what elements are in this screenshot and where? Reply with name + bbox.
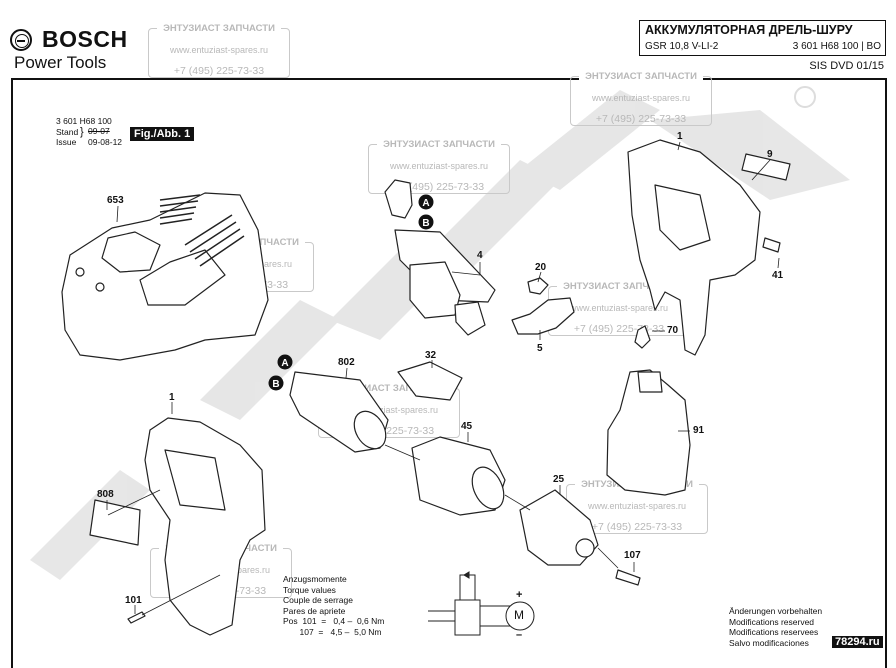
connector-b-badge: B xyxy=(418,214,434,235)
housing-right-drawing xyxy=(627,139,761,356)
housing-left-drawing xyxy=(144,417,266,636)
part-number-802: 802 xyxy=(338,357,355,368)
stand-label: Stand xyxy=(56,127,79,137)
contact-plate-drawing xyxy=(762,237,781,253)
sis-version: SIS DVD 01/15 xyxy=(809,60,884,72)
model-name: GSR 10,8 V-LI-2 xyxy=(645,41,719,52)
motor-drawing xyxy=(289,371,389,453)
belt-clip-drawing xyxy=(634,325,651,349)
wiring-schematic xyxy=(428,571,535,636)
part-number-653: 653 xyxy=(107,195,124,206)
part-number-808: 808 xyxy=(97,489,114,500)
torque-value: Pos 101 = 0,4 – 0,6 Nm xyxy=(283,616,385,626)
part-number-1: 1 xyxy=(677,131,683,142)
brand-name: BOSCH xyxy=(42,26,128,52)
modifications-line: Modifications reservees xyxy=(729,627,819,637)
nameplate-drawing xyxy=(741,153,791,181)
stand-date: 09-07 xyxy=(88,126,110,136)
watermark-stroke xyxy=(520,90,660,190)
part-number-70: 70 xyxy=(667,325,679,336)
document-title: АККУМУЛЯТОРНАЯ ДРЕЛЬ-ШУРУ xyxy=(645,23,853,37)
part-number-32: 32 xyxy=(425,350,437,361)
part-number-9: 9 xyxy=(767,149,773,160)
subbrand: Power Tools xyxy=(14,53,107,72)
part-number-41: 41 xyxy=(772,270,784,281)
connector-a-badge: A xyxy=(418,194,434,215)
part-number-1-left: 1 xyxy=(169,392,175,403)
switch-block xyxy=(454,599,481,636)
led-holder-drawing xyxy=(397,361,463,401)
housing-screw-drawing xyxy=(127,611,146,624)
modifications-line: Änderungen vorbehalten xyxy=(729,606,823,616)
site-tag: 78294.ru xyxy=(832,636,883,648)
torque-line: Couple de serrage xyxy=(283,595,353,605)
chuck-screw-drawing xyxy=(615,569,641,586)
torque-values: Anzugsmomente Torque values Couple de se… xyxy=(283,574,384,637)
bosch-armature-icon xyxy=(10,28,32,51)
part-number-91: 91 xyxy=(693,425,705,436)
minus-label: – xyxy=(516,629,523,641)
info-code: 3 601 H68 100 xyxy=(56,116,112,126)
connector-a-badge: A xyxy=(277,354,293,375)
torque-value: 107 = 4,5 – 5,0 Nm xyxy=(283,626,382,637)
label-drawing xyxy=(89,499,141,546)
part-number-20: 20 xyxy=(535,262,547,273)
brace: } xyxy=(80,126,84,138)
plus-label: + xyxy=(516,589,523,601)
gearbox-drawing xyxy=(411,436,506,516)
part-number-45: 45 xyxy=(461,421,473,432)
part-number-107: 107 xyxy=(624,550,641,561)
modifications-note: Änderungen vorbehalten Modifications res… xyxy=(729,606,822,648)
figure-badge: Fig./Abb. 1 xyxy=(130,127,195,141)
issue-date: 09-08-12 xyxy=(88,137,123,147)
modifications-line: Salvo modificaciones xyxy=(729,637,809,648)
part-number-5: 5 xyxy=(537,343,543,354)
watermark-stroke xyxy=(30,470,150,580)
article-code: 3 601 H68 100 | BO xyxy=(792,41,881,52)
svg-text:A: A xyxy=(281,358,288,369)
motor-symbol xyxy=(505,601,535,631)
watermark-stroke xyxy=(200,300,340,420)
clip-drawing xyxy=(527,277,549,295)
battery-drawing xyxy=(606,369,691,496)
svg-text:B: B xyxy=(422,218,429,229)
switch-cover-drawing xyxy=(511,297,575,335)
connector-b-badge: B xyxy=(268,375,284,396)
charger-drawing xyxy=(61,192,269,361)
chuck-drawing xyxy=(519,489,599,566)
drawing-frame xyxy=(11,78,887,668)
title-block: АККУМУЛЯТОРНАЯ ДРЕЛЬ-ШУРУ GSR 10,8 V-LI-… xyxy=(639,20,886,56)
modifications-line: Modifications reserved xyxy=(729,616,815,627)
part-number-101: 101 xyxy=(125,595,142,606)
svg-text:A: A xyxy=(422,198,429,209)
svg-text:B: B xyxy=(272,379,279,390)
watermark-stroke xyxy=(430,160,560,270)
torque-line: Anzugsmomente xyxy=(283,574,347,584)
motor-label: M xyxy=(514,608,524,622)
part-number-25: 25 xyxy=(553,474,565,485)
switch-drawing xyxy=(384,179,496,336)
issue-label: Issue xyxy=(56,137,77,147)
part-number-4: 4 xyxy=(477,250,483,261)
bosch-logo: BOSCH xyxy=(10,26,128,53)
torque-line: Pares de apriete xyxy=(283,605,346,616)
registered-mark-icon xyxy=(794,86,816,108)
torque-line: Torque values xyxy=(283,584,336,595)
